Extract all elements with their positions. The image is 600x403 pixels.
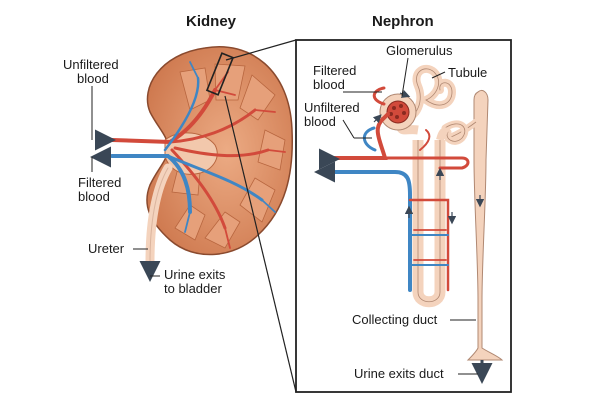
nephron-illustration bbox=[333, 64, 504, 361]
kidney-illustration bbox=[110, 46, 294, 267]
nephron-leader-lines bbox=[342, 57, 478, 375]
urine-exits-label: Urine exits to bladder bbox=[164, 267, 226, 296]
nephron-unfiltered-blood-label: Unfiltered blood bbox=[304, 100, 360, 129]
nephron-filtered-blood-label: Filtered blood bbox=[313, 63, 357, 92]
zoom-line-top bbox=[225, 39, 297, 61]
nephron-vessels bbox=[333, 86, 470, 292]
kidney-filtered-blood-label: Filtered blood bbox=[78, 175, 122, 204]
glomerulus-label: Glomerulus bbox=[386, 43, 453, 58]
kidney-unfiltered-blood-label: Unfiltered blood bbox=[63, 57, 119, 86]
vein bbox=[333, 170, 412, 292]
convoluted-tubule bbox=[398, 64, 469, 145]
flow-arrows bbox=[372, 89, 485, 225]
collecting-duct bbox=[466, 89, 504, 361]
kidney-vessels bbox=[110, 61, 286, 249]
nephron-title: Nephron bbox=[372, 13, 434, 30]
kidney-leader-lines bbox=[91, 86, 160, 277]
ureter-label: Ureter bbox=[88, 241, 125, 256]
collecting-duct-label: Collecting duct bbox=[352, 312, 438, 327]
urine-exits-duct-label: Urine exits duct bbox=[354, 366, 444, 381]
kidney-title: Kidney bbox=[186, 13, 237, 30]
zoom-line-bottom bbox=[224, 95, 297, 393]
tubule-label: Tubule bbox=[448, 65, 488, 80]
kidney-arrows bbox=[90, 129, 161, 282]
nephron-location-box bbox=[205, 52, 235, 96]
nephron-arrows bbox=[314, 148, 493, 384]
glomerulus bbox=[386, 100, 410, 124]
